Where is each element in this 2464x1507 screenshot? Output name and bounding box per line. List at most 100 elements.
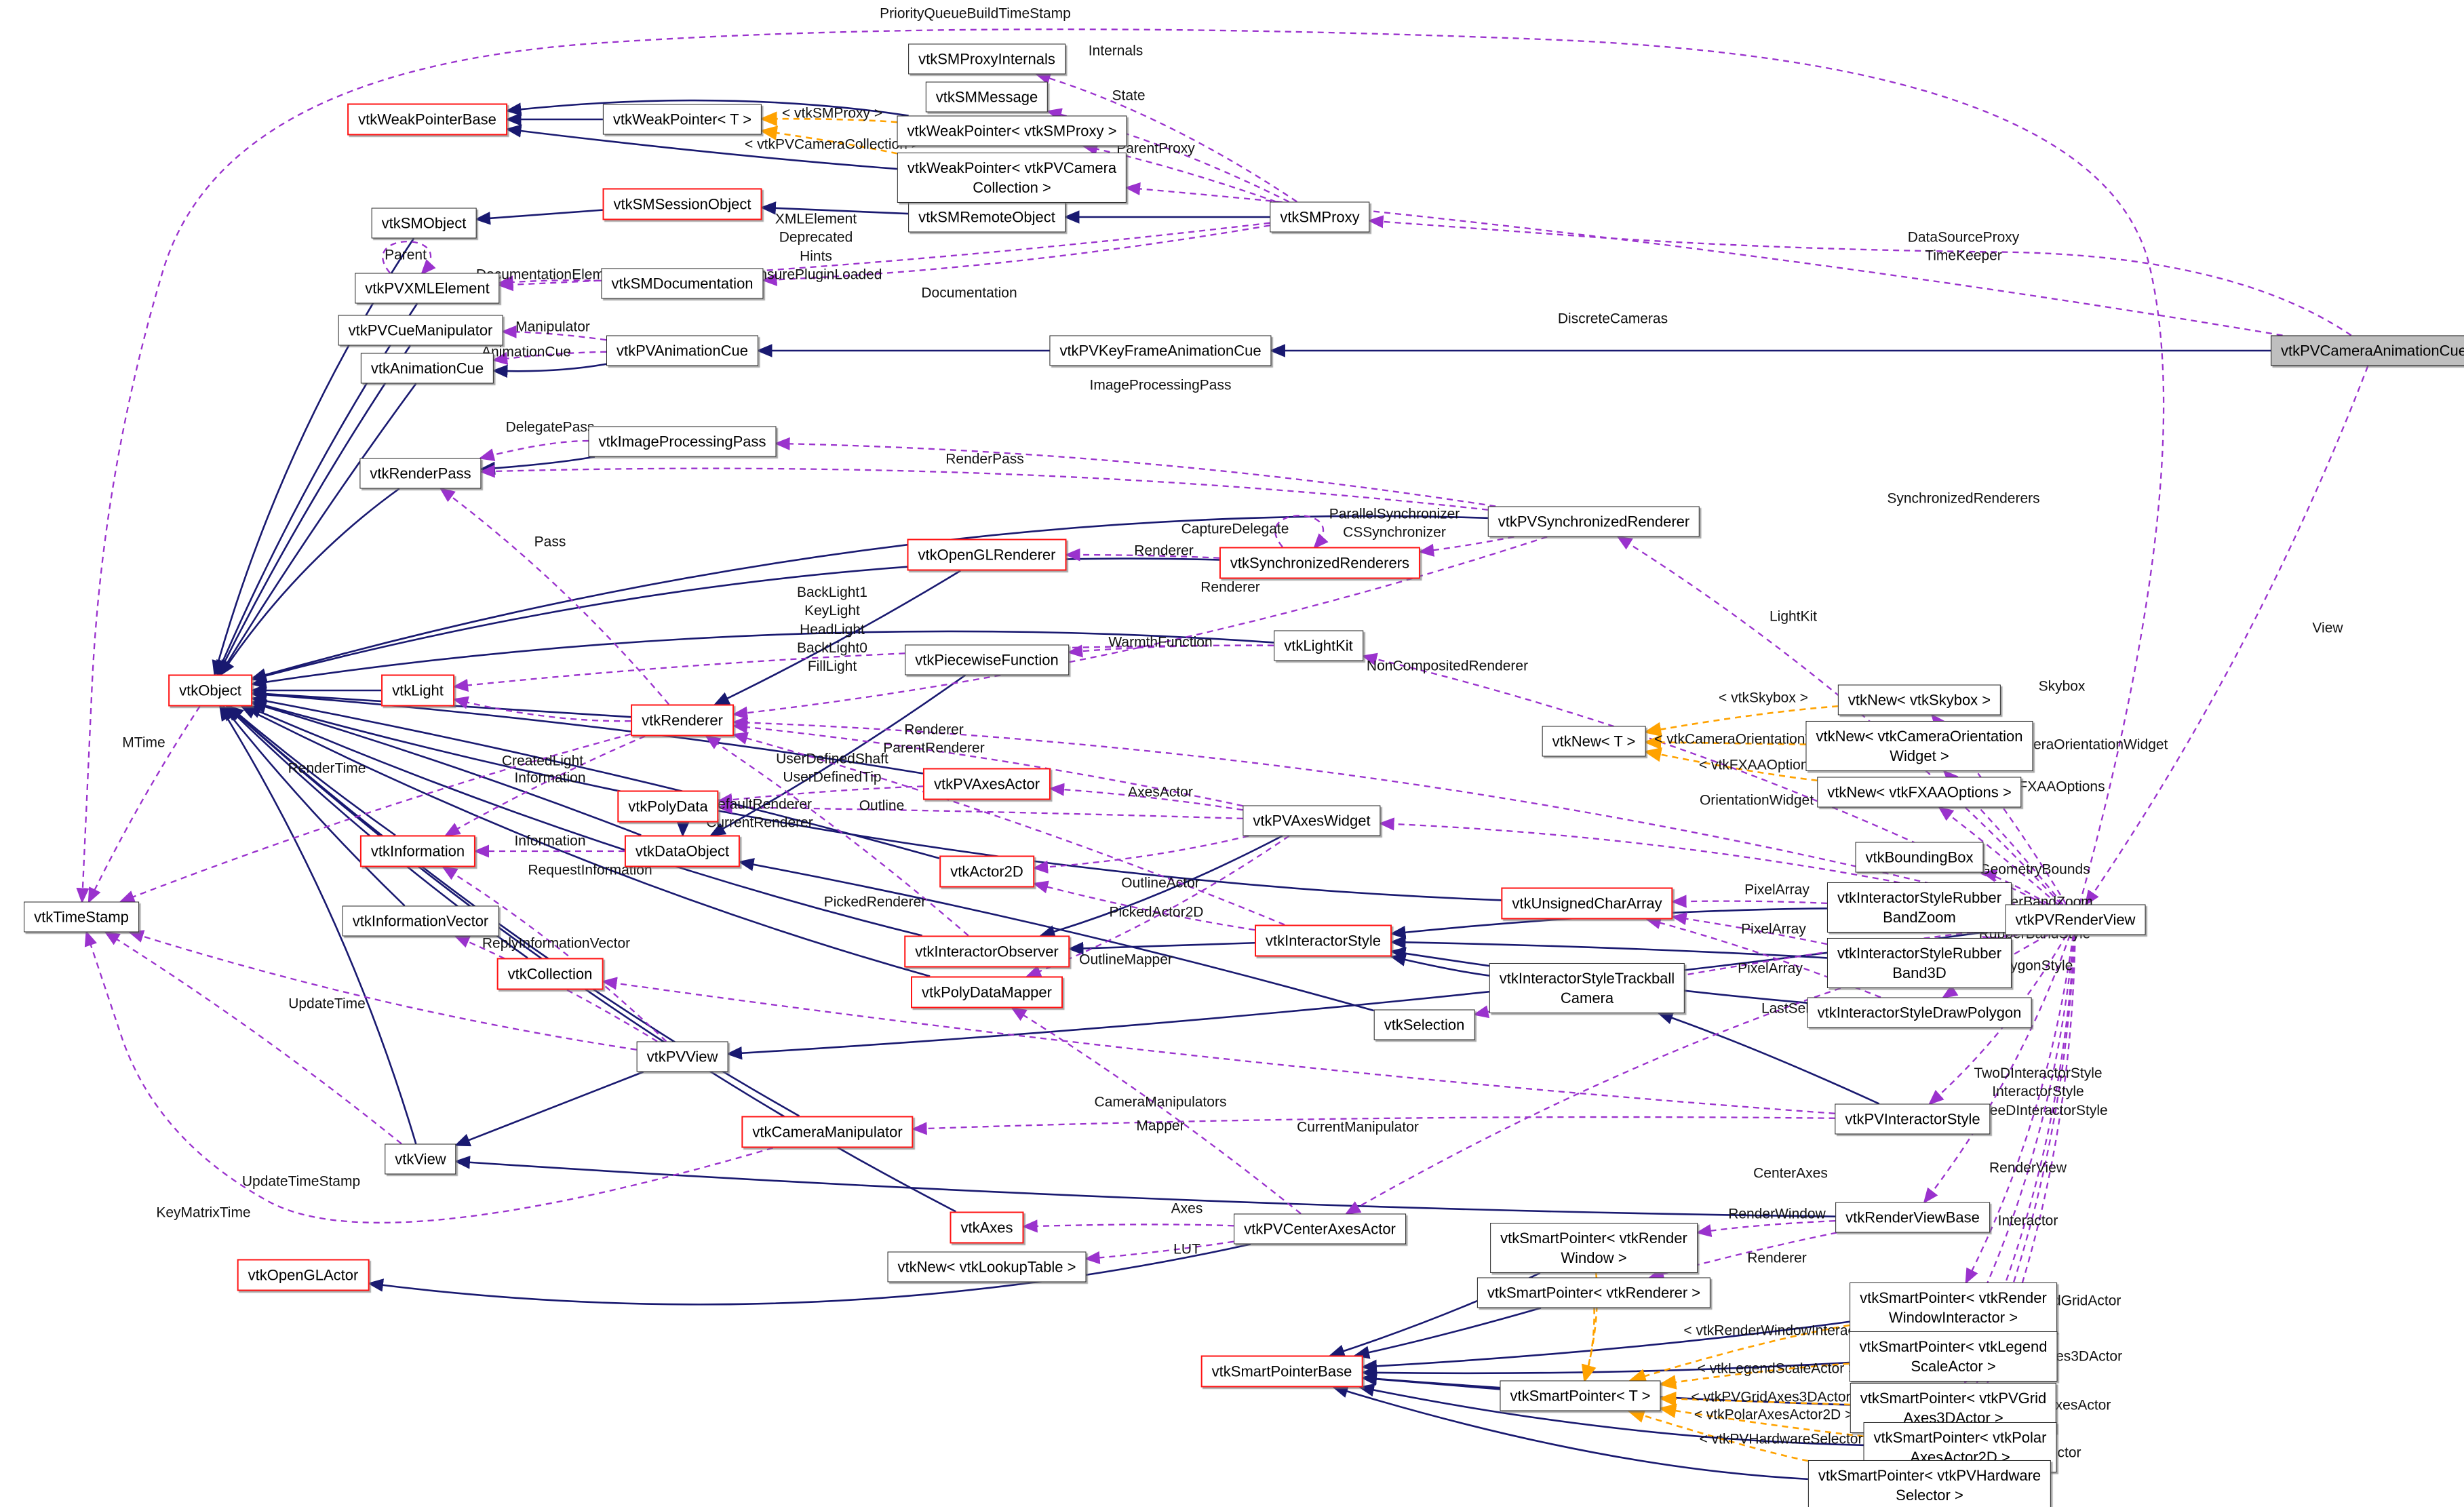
class-node-pv-view[interactable]: vtkPVView — [636, 1041, 728, 1072]
class-node-pv-axes-actor[interactable]: vtkPVAxesActor — [922, 768, 1051, 800]
class-node-light[interactable]: vtkLight — [381, 674, 454, 707]
class-node-pv-interactor-style[interactable]: vtkPVInteractorStyle — [1835, 1103, 1991, 1135]
class-node-selection[interactable]: vtkSelection — [1373, 1009, 1475, 1040]
class-node-view[interactable]: vtkView — [385, 1143, 456, 1175]
edge-pv-view-to-timestamp — [128, 930, 637, 1051]
class-node-pv-camera-animation-cue[interactable]: vtkPVCameraAnimationCue — [2271, 335, 2464, 366]
edge-pv-view-to-information — [442, 865, 667, 1042]
class-node-smart-pointer-base[interactable]: vtkSmartPointerBase — [1200, 1355, 1363, 1388]
class-node-rubber-band-zoom[interactable]: vtkInteractorStyleRubber BandZoom — [1826, 882, 2012, 933]
class-node-interactor-observer[interactable]: vtkInteractorObserver — [904, 935, 1070, 968]
edge-pv-render-view-to-sp-render-window-interactor — [1965, 935, 2074, 1285]
class-node-poly-data-mapper[interactable]: vtkPolyDataMapper — [911, 976, 1063, 1009]
class-node-piecewise-function[interactable]: vtkPiecewiseFunction — [905, 644, 1069, 676]
edge-pv-render-view-to-sp-polar-axes — [1970, 935, 2076, 1424]
edge-pv-interactor-style-to-camera-manipulator — [911, 1116, 1835, 1135]
edge-pv-axes-widget-to-poly-data-mapper — [1025, 835, 1290, 978]
class-node-trackball-camera[interactable]: vtkInteractorStyleTrackball Camera — [1489, 962, 1685, 1014]
class-node-interactor-style[interactable]: vtkInteractorStyle — [1255, 924, 1392, 957]
class-node-timestamp[interactable]: vtkTimeStamp — [24, 901, 139, 933]
edge-sm-proxy-to-sm-proxy-internals — [1034, 72, 1297, 203]
edge-pv-animation-cue-to-animation-cue — [492, 351, 607, 366]
class-node-collection[interactable]: vtkCollection — [496, 958, 604, 990]
class-node-camera-manipulator[interactable]: vtkCameraManipulator — [741, 1116, 914, 1148]
class-node-weak-pointer-base[interactable]: vtkWeakPointerBase — [347, 103, 507, 136]
class-node-pv-cue-manipulator[interactable]: vtkPVCueManipulator — [338, 315, 503, 346]
class-node-rubber-band-3d[interactable]: vtkInteractorStyleRubber Band3D — [1826, 937, 2012, 989]
class-node-bounding-box[interactable]: vtkBoundingBox — [1855, 842, 1984, 873]
class-node-animation-cue[interactable]: vtkAnimationCue — [360, 353, 494, 384]
class-node-sm-object[interactable]: vtkSMObject — [371, 208, 477, 239]
edge-pv-axes-widget-to-renderer — [732, 720, 1243, 807]
edge-sm-object-to-object — [212, 237, 415, 677]
edge-rubber-band-zoom-to-unsigned-char-array — [1670, 895, 1828, 908]
class-node-render-pass[interactable]: vtkRenderPass — [359, 458, 482, 489]
class-node-sp-t[interactable]: vtkSmartPointer< T > — [1500, 1380, 1661, 1411]
class-node-sm-documentation[interactable]: vtkSMDocumentation — [601, 268, 764, 299]
edge-pv-interactor-style-to-trackball-camera — [1657, 1011, 1880, 1105]
class-node-new-lookup-table[interactable]: vtkNew< vtkLookupTable > — [887, 1251, 1087, 1283]
edge-pv-cue-manipulator-to-object — [217, 345, 411, 677]
edge-pv-axes-widget-to-actor2d — [1032, 835, 1249, 874]
class-node-sm-session-object[interactable]: vtkSMSessionObject — [602, 188, 762, 220]
class-node-sm-remote-object[interactable]: vtkSMRemoteObject — [908, 201, 1065, 233]
edge-pv-view-to-view — [454, 1071, 644, 1147]
edge-pv-synchronized-renderer-to-renderer — [732, 536, 1548, 720]
class-node-pv-center-axes-actor[interactable]: vtkPVCenterAxesActor — [1234, 1213, 1406, 1245]
edge-pv-synchronized-renderer-to-render-pass — [479, 465, 1489, 511]
edge-pv-synchronized-renderer-to-synchronized-renderers — [1418, 536, 1514, 557]
class-node-new-camera-orientation-widget[interactable]: vtkNew< vtkCameraOrientation Widget > — [1805, 720, 2033, 772]
edge-camera-manipulator-to-timestamp — [84, 930, 773, 1224]
class-node-information-vector[interactable]: vtkInformationVector — [342, 905, 499, 937]
class-node-sp-render-window[interactable]: vtkSmartPointer< vtkRender Window > — [1490, 1222, 1698, 1274]
class-node-render-view-base[interactable]: vtkRenderViewBase — [1835, 1202, 1990, 1233]
class-node-opengl-actor[interactable]: vtkOpenGLActor — [237, 1259, 370, 1291]
class-node-draw-polygon[interactable]: vtkInteractorStyleDrawPolygon — [1807, 997, 2032, 1028]
class-node-sm-proxy-internals[interactable]: vtkSMProxyInternals — [908, 43, 1065, 75]
class-node-pv-key-frame-animation-cue[interactable]: vtkPVKeyFrameAnimationCue — [1049, 335, 1272, 366]
class-node-weak-pointer-t[interactable]: vtkWeakPointer< T > — [602, 104, 762, 135]
edge-renderer-to-timestamp — [119, 733, 631, 903]
class-node-pv-animation-cue[interactable]: vtkPVAnimationCue — [606, 335, 759, 366]
class-node-image-processing-pass[interactable]: vtkImageProcessingPass — [588, 426, 777, 457]
class-node-sm-proxy[interactable]: vtkSMProxy — [1270, 201, 1370, 233]
class-node-information[interactable]: vtkInformation — [359, 835, 476, 867]
class-node-opengl-renderer[interactable]: vtkOpenGLRenderer — [907, 539, 1067, 571]
edge-pv-render-view-to-sp-legend-scale-actor — [1964, 935, 2075, 1333]
edge-sp-polar-axes-to-smart-pointer-base — [1358, 1384, 1864, 1447]
class-node-pv-render-view[interactable]: vtkPVRenderView — [2005, 904, 2146, 935]
class-node-new-t[interactable]: vtkNew< T > — [1542, 726, 1646, 757]
edge-sm-remote-object-to-sm-session-object — [760, 201, 909, 215]
class-node-actor2d[interactable]: vtkActor2D — [939, 855, 1034, 888]
edge-poly-data-mapper-to-object — [239, 705, 931, 977]
class-node-renderer[interactable]: vtkRenderer — [631, 704, 734, 737]
class-node-sm-message[interactable]: vtkSMMessage — [925, 81, 1049, 113]
edge-image-processing-pass-to-render-pass — [478, 439, 589, 461]
class-node-data-object[interactable]: vtkDataObject — [624, 835, 741, 867]
edge-pv-interactor-style-to-collection — [601, 977, 1835, 1114]
class-node-new-skybox[interactable]: vtkNew< vtkSkybox > — [1837, 684, 2001, 716]
class-node-sp-pv-hardware-selector[interactable]: vtkSmartPointer< vtkPVHardware Selector … — [1807, 1460, 2052, 1507]
class-node-sp-legend-scale-actor[interactable]: vtkSmartPointer< vtkLegend ScaleActor > — [1849, 1331, 2058, 1382]
edge-rubber-band-3d-to-unsigned-char-array — [1670, 912, 1828, 945]
edge-interactor-style-to-renderer — [732, 732, 1285, 926]
class-node-poly-data[interactable]: vtkPolyData — [617, 790, 719, 823]
edge-weak-pointer-pv-camera-collection-to-weak-pointer-base — [505, 124, 898, 170]
class-node-synchronized-renderers[interactable]: vtkSynchronizedRenderers — [1219, 547, 1421, 579]
class-node-weak-pointer-sm-proxy[interactable]: vtkWeakPointer< vtkSMProxy > — [897, 115, 1127, 146]
class-node-object[interactable]: vtkObject — [168, 674, 252, 707]
edge-sp-renderer-to-sp-t — [1582, 1308, 1597, 1383]
class-node-light-kit[interactable]: vtkLightKit — [1274, 630, 1363, 661]
class-node-axes[interactable]: vtkAxes — [950, 1211, 1024, 1244]
class-node-pv-xml-element[interactable]: vtkPVXMLElement — [355, 273, 500, 304]
class-node-new-fxaa-options[interactable]: vtkNew< vtkFXAAOptions > — [1817, 777, 2022, 808]
class-node-weak-pointer-pv-camera-collection[interactable]: vtkWeakPointer< vtkPVCamera Collection > — [897, 152, 1127, 203]
class-node-unsigned-char-array[interactable]: vtkUnsignedCharArray — [1501, 887, 1673, 920]
class-node-sp-renderer[interactable]: vtkSmartPointer< vtkRenderer > — [1477, 1277, 1711, 1308]
edge-sp-pv-grid-axes-to-sp-t — [1658, 1391, 1851, 1407]
class-node-sp-render-window-interactor[interactable]: vtkSmartPointer< vtkRender WindowInterac… — [1850, 1282, 2057, 1333]
class-node-pv-axes-widget[interactable]: vtkPVAxesWidget — [1243, 805, 1381, 836]
class-node-pv-synchronized-renderer[interactable]: vtkPVSynchronizedRenderer — [1487, 506, 1700, 537]
edge-data-object-to-object — [250, 700, 642, 836]
edge-pv-render-view-to-new-fxaa-options — [1938, 806, 2059, 905]
